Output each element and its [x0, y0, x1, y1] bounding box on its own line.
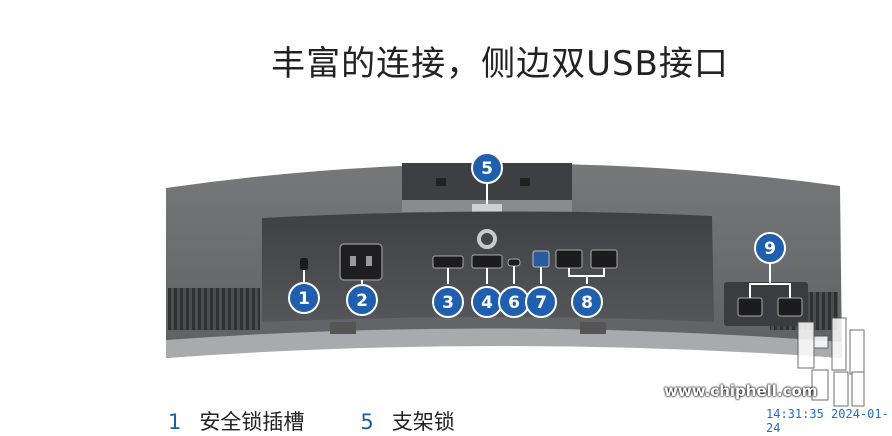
- callout-number-2: 2: [356, 291, 368, 311]
- callout-number-9: 9: [764, 239, 776, 259]
- watermark-url: www.chiphell.com: [664, 382, 818, 400]
- side-usb-port-1: [737, 297, 763, 317]
- side-usb-port-2: [777, 297, 803, 317]
- callout-badge-2: [346, 284, 378, 316]
- usb-a-port-1: [555, 249, 583, 269]
- callout-number-7: 7: [535, 293, 547, 313]
- callout-number-5: 5: [481, 159, 493, 179]
- power-connector: [339, 243, 383, 281]
- page-title: 丰富的连接，侧边双USB接口: [271, 44, 729, 84]
- legend-num-1: 1: [168, 410, 182, 434]
- callout-badge-8: [571, 286, 603, 318]
- hdmi-port: [432, 255, 464, 269]
- usb-c-port: [507, 258, 521, 267]
- legend-num-2: 5: [360, 410, 374, 434]
- callout-number-3: 3: [442, 293, 454, 313]
- callout-badge-3: [432, 286, 464, 318]
- callout-number-8: 8: [581, 293, 593, 313]
- legend-label-2: 支架锁: [391, 410, 455, 434]
- callout-badge-7: [525, 286, 557, 318]
- callout-number-4: 4: [481, 293, 493, 313]
- callout-badge-9: [754, 232, 786, 264]
- usb-b-port: [532, 250, 550, 268]
- legend-label-1: 安全锁插槽: [199, 410, 305, 434]
- callout-number-1: 1: [298, 289, 310, 309]
- callout-badge-1: [288, 282, 320, 314]
- left-vent: [168, 288, 260, 330]
- chiphell-logo: [797, 317, 865, 407]
- callout-number-6: 6: [508, 293, 520, 313]
- displayport-port: [471, 254, 503, 269]
- watermark-timestamp: 14:31:35 2024-01-24: [766, 407, 889, 435]
- security-lock-slot: [300, 258, 308, 270]
- usb-a-port-2: [590, 249, 618, 269]
- callout-badge-5: [471, 152, 503, 184]
- legend: 1 安全锁插槽 5 支架锁: [168, 406, 511, 436]
